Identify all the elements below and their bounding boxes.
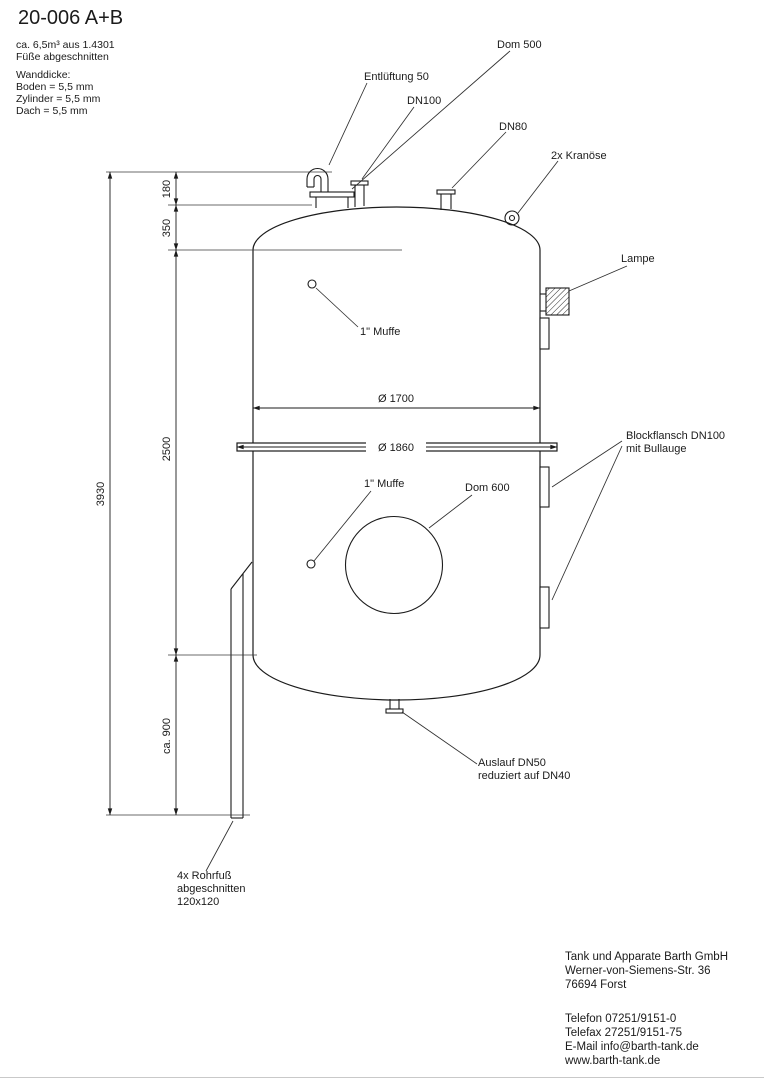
leader-vent — [328, 82, 368, 166]
label-leg-line3: 120x120 — [177, 896, 219, 908]
label-dom500: Dom 500 — [497, 39, 542, 51]
dim-text-900: ca. 900 — [161, 718, 173, 754]
spec-wall-bottom: Boden = 5,5 mm — [16, 81, 94, 93]
leader-block-flange-lower — [551, 445, 623, 601]
dom500-cover — [309, 191, 355, 208]
vent-bend-inner — [313, 174, 322, 180]
dim-text-1860: Ø 1860 — [378, 442, 414, 454]
label-crane-eyes: 2x Kranöse — [551, 150, 607, 162]
label-dom600: Dom 600 — [465, 482, 510, 494]
leader-dn100 — [361, 106, 415, 180]
dom600-manway — [344, 515, 444, 615]
label-leg-line2: abgeschnitten — [177, 883, 246, 895]
dim-text-1700: Ø 1700 — [378, 393, 414, 405]
label-leg-line1: 4x Rohrfuß — [177, 870, 232, 882]
bottom-head — [252, 654, 541, 701]
lamp-flange — [539, 317, 550, 350]
muffe-upper-circle — [307, 279, 317, 289]
dim-text-3930: 3930 — [95, 482, 107, 506]
dim-text-2500: 2500 — [161, 437, 173, 461]
leader-dn80 — [451, 131, 507, 189]
label-muffe-lower: 1" Muffe — [364, 478, 404, 490]
outlet-nozzle — [385, 699, 404, 714]
crane-eye-lug — [504, 210, 520, 226]
lamp-box — [545, 287, 570, 316]
crane-eye-hole — [508, 214, 516, 222]
spec-wall-header: Wanddicke: — [16, 69, 70, 81]
company-name: Tank und Apparate Barth GmbH — [565, 951, 728, 963]
company-website: www.barth-tank.de — [564, 1055, 660, 1067]
label-block-flange-line1: Blockflansch DN100 — [626, 430, 725, 442]
leader-block-flange-upper — [551, 440, 623, 488]
leader-muffe-upper — [315, 287, 359, 328]
crane-eye-outer — [504, 210, 520, 226]
dim-1860-text-mask — [366, 441, 426, 453]
label-outlet-line2: reduziert auf DN40 — [478, 770, 570, 782]
leader-dom500 — [351, 50, 511, 190]
extension-lines — [106, 171, 402, 816]
label-dn100: DN100 — [407, 95, 441, 107]
label-outlet-line1: Auslauf DN50 — [478, 757, 546, 769]
spec-wall-roof: Dach = 5,5 mm — [16, 105, 88, 117]
lamp-fitting — [539, 287, 570, 350]
dn80-flange — [436, 189, 456, 195]
leg-weld-diagonal — [230, 561, 253, 590]
label-block-flange-line2: mit Bullauge — [626, 443, 687, 455]
leader-lamp — [568, 265, 628, 292]
leader-dom600 — [428, 494, 473, 529]
company-fax: Telefax 27251/9151-75 — [565, 1027, 682, 1039]
pipe-leg — [230, 561, 253, 819]
drawing-number: 20-006 A+B — [18, 7, 123, 29]
outlet-flange — [385, 708, 404, 714]
label-dn80: DN80 — [499, 121, 527, 133]
leader-lines — [205, 50, 628, 872]
label-vent: Entlüftung 50 — [364, 71, 429, 83]
leader-leg — [205, 820, 234, 872]
company-phone: Telefon 07251/9151-0 — [565, 1013, 676, 1025]
dim-text-350: 350 — [161, 219, 173, 237]
company-email: E-Mail info@barth-tank.de — [565, 1041, 699, 1053]
spec-feet: Füße abgeschnitten — [16, 51, 109, 63]
top-head — [252, 206, 541, 251]
spec-wall-cylinder: Zylinder = 5,5 mm — [16, 93, 101, 105]
dn80-nozzle — [436, 189, 456, 210]
block-flange-upper — [539, 466, 550, 508]
dim-text-180: 180 — [161, 180, 173, 198]
spec-volume: ca. 6,5m³ aus 1.4301 — [16, 39, 115, 51]
label-lamp: Lampe — [621, 253, 655, 265]
muffe-lower-circle — [306, 559, 316, 569]
company-street: Werner-von-Siemens-Str. 36 — [565, 965, 711, 977]
vent-gooseneck — [306, 168, 329, 192]
block-flange-lower — [539, 586, 550, 629]
leader-muffe-lower — [313, 490, 372, 562]
company-city: 76694 Forst — [565, 979, 627, 991]
vessel-fittings — [230, 168, 570, 819]
leader-outlet — [401, 711, 478, 765]
dom500-lid — [309, 191, 355, 198]
leader-crane-eye — [517, 160, 559, 214]
label-muffe-upper: 1" Muffe — [360, 326, 400, 338]
vent-bend-outer — [306, 168, 329, 180]
